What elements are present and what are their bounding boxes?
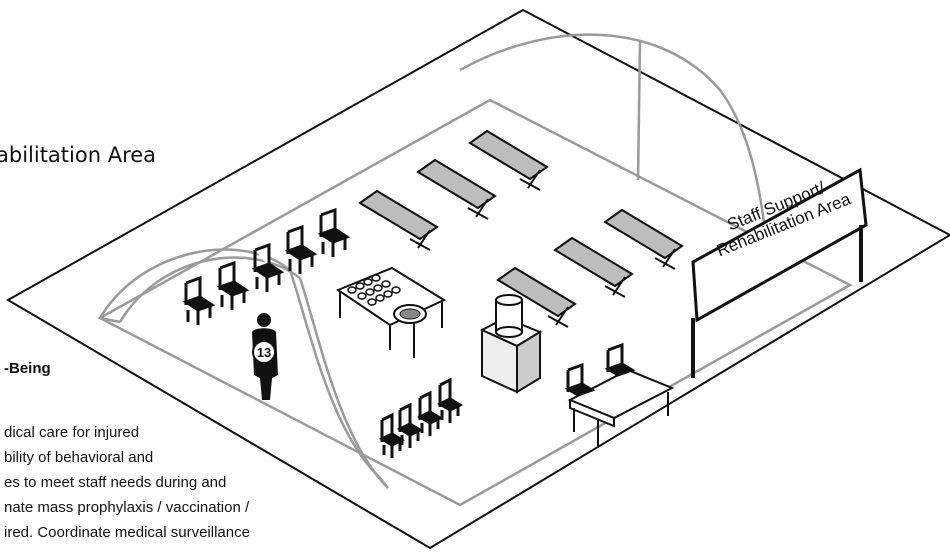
- refreshment-table: [335, 266, 447, 358]
- cot: [603, 208, 684, 270]
- body-text-line: nate mass prophylaxis / vaccination /: [4, 499, 250, 516]
- cot: [358, 189, 439, 251]
- cot: [553, 236, 634, 298]
- body-text-line: bility of behavioral and: [4, 449, 154, 466]
- chair: [396, 402, 424, 448]
- person-number-badge: 13: [257, 345, 271, 360]
- chair: [564, 362, 596, 397]
- floor: [5, 8, 950, 550]
- chair: [216, 260, 250, 310]
- cups: [347, 274, 401, 306]
- staff-support-sign: [691, 167, 868, 378]
- subheading-fragment: -Being: [4, 360, 51, 377]
- cot: [496, 266, 577, 328]
- water-cooler: [479, 294, 543, 394]
- cots: [358, 129, 684, 328]
- section-heading-fragment: abilitation Area: [0, 143, 157, 167]
- body-text-line: es to meet staff needs during and: [4, 474, 227, 491]
- desk: [567, 368, 675, 446]
- person-figure: 13: [252, 313, 278, 400]
- chairs-front-row: [378, 377, 464, 458]
- body-text-line: ired. Coordinate medical surveillance: [4, 524, 250, 541]
- chair: [317, 207, 351, 257]
- chairs-row: [182, 207, 351, 325]
- chair: [182, 275, 216, 325]
- chair: [416, 390, 444, 436]
- desk-chairs: [564, 342, 636, 397]
- cot: [468, 129, 549, 191]
- chair: [378, 412, 406, 458]
- chair: [251, 242, 285, 292]
- body-text-line: dical care for injured: [4, 424, 140, 441]
- chair: [284, 224, 318, 274]
- snack-tray: [393, 304, 427, 324]
- cot: [416, 158, 497, 220]
- tent-structure: [97, 33, 853, 507]
- chair: [604, 342, 636, 377]
- chair: [436, 377, 464, 423]
